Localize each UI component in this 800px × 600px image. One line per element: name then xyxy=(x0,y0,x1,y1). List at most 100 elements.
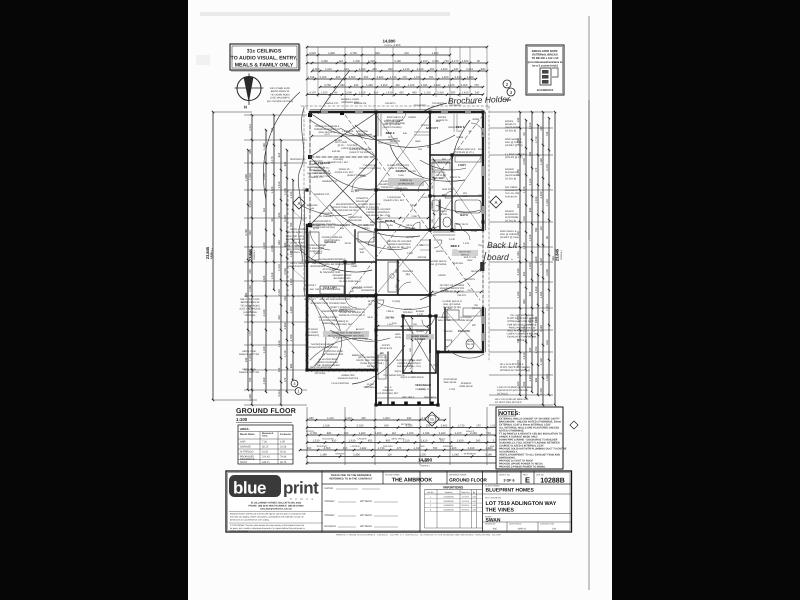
svg-text:JOB No.: JOB No. xyxy=(536,474,545,477)
svg-text:GSMFRC CYL: GSMFRC CYL xyxy=(322,180,338,183)
svg-text:(STRUCTURAL CEILING: (STRUCTURAL CEILING xyxy=(308,223,335,226)
svg-text:CARSEY SCREEN: CARSEY SCREEN xyxy=(322,236,343,239)
svg-text:OCTAGS): OCTAGS) xyxy=(315,372,326,375)
svg-text:Tx4/4SQ (Bx: Tx4/4SQ (Bx xyxy=(387,196,401,199)
svg-text:240: 240 xyxy=(476,440,481,443)
svg-text:3: 3 xyxy=(510,90,513,95)
svg-text:THE SEMMAN/SUNS: THE SEMMAN/SUNS xyxy=(316,364,340,367)
svg-text:Var No.: Var No. xyxy=(427,491,434,494)
svg-text:14,890: 14,890 xyxy=(418,458,432,463)
svg-text:600: 600 xyxy=(384,425,389,428)
svg-text:SQL/F & SPREADER: SQL/F & SPREADER xyxy=(401,376,424,379)
svg-text:2,410: 2,410 xyxy=(421,440,428,443)
svg-text:940: 940 xyxy=(284,161,287,166)
svg-text:LADDER: LADDER xyxy=(358,438,367,441)
svg-text:(HST SET PGS): (HST SET PGS) xyxy=(314,175,330,178)
svg-text:GARBAGE: GARBAGE xyxy=(310,169,322,172)
svg-text:WALW/SCOPED: WALW/SCOPED xyxy=(336,203,354,206)
svg-text:RESIDENCE: RESIDENCE xyxy=(240,458,255,461)
svg-text:TO SIGN BULK: TO SIGN BULK xyxy=(308,247,325,250)
svg-text:TV: TV xyxy=(406,328,409,331)
svg-text:Sa 9Pa: Sa 9Pa xyxy=(334,139,343,142)
svg-text:DETAIL B): DETAIL B) xyxy=(505,129,516,132)
svg-text:KIND SHELF &: KIND SHELF & xyxy=(500,230,517,233)
svg-text:BULKHEAD (Bx - CA): BULKHEAD (Bx - CA) xyxy=(366,214,390,217)
svg-text:GSMG/LN: GSMG/LN xyxy=(438,316,449,319)
svg-text:2 STAGE OF 2ALUM/P: 2 STAGE OF 2ALUM/P xyxy=(366,208,391,211)
svg-text:REV.: REV. xyxy=(523,474,528,477)
svg-text:BRA: BRA xyxy=(396,333,401,336)
svg-text:F.FMLY R.: F.FMLY R. xyxy=(381,180,392,183)
svg-text:230: 230 xyxy=(517,117,520,122)
svg-text:(98 PA): (98 PA) xyxy=(472,307,480,310)
svg-text:THE AMBROOK: THE AMBROOK xyxy=(392,478,433,484)
svg-text:ENTRY: ENTRY xyxy=(382,344,390,347)
svg-text:SHR/66.OS: SHR/66.OS xyxy=(354,102,367,105)
svg-text:1,520: 1,520 xyxy=(462,60,469,63)
svg-text:S/LB: S/LB xyxy=(367,316,373,319)
svg-text:THE VINES: THE VINES xyxy=(486,508,515,514)
svg-text:98.75: 98.75 xyxy=(280,461,287,464)
svg-text:CLIENT NAME: CLIENT NAME xyxy=(485,485,500,488)
svg-text:QA/GD: QA/GD xyxy=(416,330,424,333)
svg-text:B-085M: B-085M xyxy=(416,310,424,313)
svg-text:FRAMED GROCPTOX: FRAMED GROCPTOX xyxy=(440,287,465,290)
svg-text:BM/Sa: BM/Sa xyxy=(362,227,370,230)
svg-text:(SAFETY DETAILS): (SAFETY DETAILS) xyxy=(341,147,363,150)
svg-text:9a: 9a xyxy=(365,338,368,341)
svg-text:MAR-11: MAR-11 xyxy=(518,528,527,531)
svg-text:SHIRE: SHIRE xyxy=(485,516,492,519)
svg-text:1,610: 1,610 xyxy=(349,440,356,443)
svg-text:990: 990 xyxy=(245,292,248,297)
svg-text:Variation: Variation xyxy=(445,491,453,494)
svg-text:64a: 64a xyxy=(403,132,408,135)
svg-text:90: 90 xyxy=(546,236,549,239)
svg-text:TANDE 2b: TANDE 2b xyxy=(338,168,350,171)
svg-text:GSMFRC CYL: GSMFRC CYL xyxy=(314,193,330,196)
svg-text:By: By xyxy=(473,491,475,494)
svg-text:1,710: 1,710 xyxy=(390,76,397,79)
svg-text:250: 250 xyxy=(364,76,369,79)
svg-text:LARDER: LARDER xyxy=(351,445,360,448)
svg-text:(SAFETY 5/PLH): (SAFETY 5/PLH) xyxy=(347,174,365,177)
svg-text:DIMENSIONS.: DIMENSIONS. xyxy=(499,457,516,460)
svg-text:1,490: 1,490 xyxy=(517,138,520,145)
svg-text:WALL PLATE MLL 2A - TOP-: WALL PLATE MLL 2A - TOP- xyxy=(507,330,537,333)
svg-text:PORCH: PORCH xyxy=(306,430,314,433)
svg-text:WTDM/GLD/Y AND MSTE @: WTDM/GLD/Y AND MSTE @ xyxy=(500,369,531,372)
svg-text:@ Pa: @ Pa xyxy=(313,227,320,230)
svg-text:(AS PER DHL) DET: (AS PER DHL) DET xyxy=(331,323,353,326)
svg-text:DETAILS: DETAILS xyxy=(367,365,377,368)
svg-text:CARESALE: CARESALE xyxy=(310,250,323,253)
svg-text:BRICKLAYER NOTE:: BRICKLAYER NOTE: xyxy=(532,50,559,53)
svg-text:64a: 64a xyxy=(310,207,315,210)
svg-text:FAMILY: FAMILY xyxy=(396,169,407,173)
svg-text:MULTY KIS: MULTY KIS xyxy=(464,256,477,259)
svg-text:4,170: 4,170 xyxy=(452,60,459,63)
svg-text:GARBAGE: GARBAGE xyxy=(322,322,334,325)
svg-text:1,510: 1,510 xyxy=(325,68,332,71)
svg-text:250: 250 xyxy=(343,447,348,450)
svg-text:EXTERNAL BRICKS: EXTERNAL BRICKS xyxy=(532,54,558,57)
svg-text:240: 240 xyxy=(529,151,532,156)
svg-text:Measured: Measured xyxy=(262,432,274,435)
svg-text:3,910: 3,910 xyxy=(455,76,462,79)
svg-text:760: 760 xyxy=(249,377,252,382)
svg-text:600: 600 xyxy=(439,177,444,180)
svg-text:3,760: 3,760 xyxy=(350,52,357,55)
svg-text:DATE/TRACK: DATE/TRACK xyxy=(509,523,522,526)
svg-text:WITNESS: WITNESS xyxy=(360,514,372,517)
svg-text:P/a OS: P/a OS xyxy=(408,170,416,173)
svg-text:NCHARD SOLID/: NCHARD SOLID/ xyxy=(333,274,352,277)
svg-text:4 x KIND SHELVES: 4 x KIND SHELVES xyxy=(505,153,526,156)
svg-text:14 Hx CRATING: 14 Hx CRATING xyxy=(331,382,349,385)
svg-text:FC Ht/TO DWL DETAILS: FC Ht/TO DWL DETAILS xyxy=(495,401,522,404)
svg-text:BRICKWORK: BRICKWORK xyxy=(311,265,326,268)
svg-text:64a: 64a xyxy=(340,227,345,230)
svg-text:PAB/CSL 75: PAB/CSL 75 xyxy=(309,163,323,166)
svg-text:2,000: 2,000 xyxy=(523,158,526,165)
svg-text:PIER: PIER xyxy=(433,364,439,367)
svg-text:PROVIDE 2x VENT TO ROOF: PROVIDE 2x VENT TO ROOF xyxy=(499,460,534,463)
svg-text:1,045: 1,045 xyxy=(368,60,375,63)
svg-text:1,015: 1,015 xyxy=(249,354,252,361)
